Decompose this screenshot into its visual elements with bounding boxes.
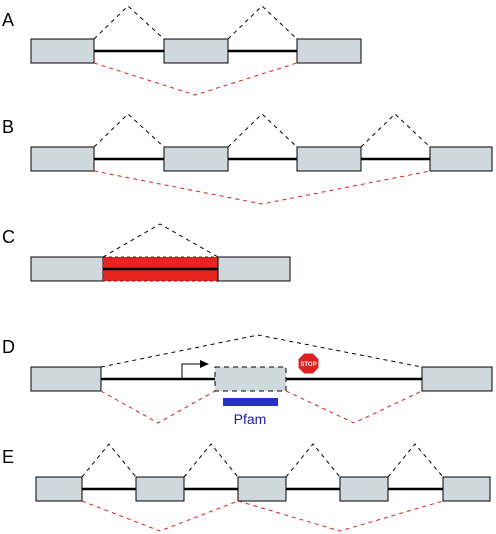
panel-c: C (2, 223, 291, 282)
splice-junction (285, 443, 341, 478)
exon-box (296, 38, 362, 64)
splice-junction (227, 5, 298, 40)
panel-label-b: B (2, 117, 14, 137)
exon-box (163, 38, 229, 64)
exon-box (30, 256, 104, 282)
splice-junction (102, 223, 219, 258)
exon-box (237, 476, 287, 502)
splice-junction (93, 113, 165, 148)
splice-junction (360, 113, 431, 148)
pfam-label: Pfam (234, 411, 267, 427)
alternative-junction (237, 500, 444, 532)
panel-d: D STOP Pfam (2, 334, 493, 427)
splice-junction (81, 443, 137, 478)
cryptic-exon-box (214, 366, 287, 392)
exon-box (30, 146, 95, 172)
splice-junction (387, 443, 444, 478)
panel-label-d: D (2, 337, 15, 357)
panel-label-e: E (2, 447, 14, 467)
splice-junction (183, 443, 239, 478)
exon-box (339, 476, 389, 502)
stop-sign-label: STOP (300, 362, 316, 368)
exon-box (30, 38, 95, 64)
panel-label-a: A (2, 10, 14, 30)
exon-box (217, 256, 291, 282)
panel-b: B (2, 113, 493, 205)
panel-a: A (2, 5, 362, 96)
panel-label-c: C (2, 227, 15, 247)
exon-skipping-junction (93, 62, 298, 96)
splice-junction (93, 5, 165, 40)
cryptic-exon-inclusion-junction (285, 390, 423, 424)
alternative-junction (81, 500, 239, 532)
exon-box (421, 366, 493, 392)
exon-box (296, 146, 362, 172)
splice-junction (100, 334, 423, 368)
exon-box (442, 476, 491, 502)
splice-junction (227, 113, 298, 148)
exon-box (429, 146, 493, 172)
exon-box (35, 476, 83, 502)
exon-box (135, 476, 185, 502)
pfam-domain-bar (223, 398, 278, 406)
panel-e: E (2, 443, 491, 532)
exon-box (163, 146, 229, 172)
transcription-start-arrow-icon (181, 360, 209, 378)
exon-box (30, 366, 102, 392)
stop-sign-icon: STOP (297, 352, 320, 375)
cryptic-exon-inclusion-junction (100, 390, 216, 424)
multi-exon-skipping-junction (93, 170, 431, 205)
